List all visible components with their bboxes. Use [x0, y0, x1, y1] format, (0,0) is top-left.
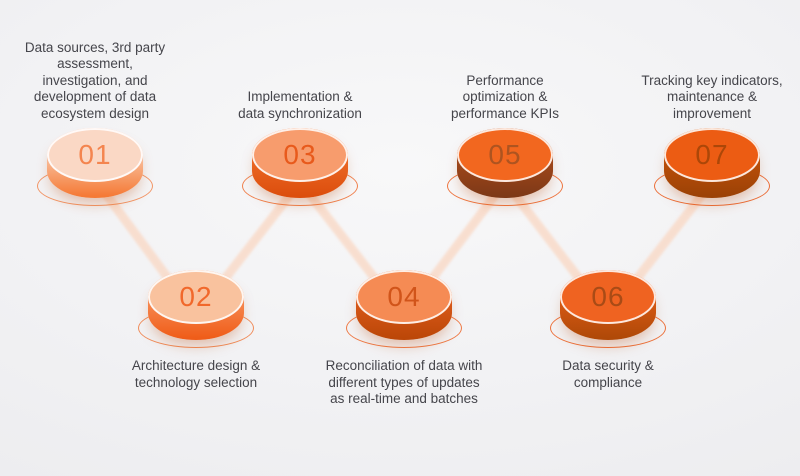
step-number: 06 — [591, 281, 625, 312]
disc-top: 01 — [47, 128, 143, 182]
disc-top: 06 — [560, 270, 656, 324]
disc-top: 07 — [664, 128, 760, 182]
step-01: Data sources, 3rd party assessment, inve… — [0, 36, 190, 216]
step-disc: 02 — [138, 270, 254, 358]
step-03: Implementation & data synchronization 03 — [205, 36, 395, 216]
disc-top: 03 — [252, 128, 348, 182]
step-number: 02 — [179, 281, 213, 312]
step-disc: 04 — [346, 270, 462, 358]
step-label: Architecture design & technology selecti… — [131, 358, 261, 390]
step-disc: 07 — [654, 128, 770, 216]
step-label: Tracking key indicators, maintenance & i… — [641, 72, 783, 121]
step-disc: 05 — [447, 128, 563, 216]
step-06: 06 Data security & compliance — [513, 265, 703, 391]
step-07: Tracking key indicators, maintenance & i… — [617, 36, 800, 216]
step-label: Data sources, 3rd party assessment, inve… — [24, 39, 166, 121]
step-04: 04 Reconciliation of data with different… — [309, 265, 499, 408]
step-number: 07 — [695, 139, 729, 170]
step-disc: 06 — [550, 270, 666, 358]
disc-top: 04 — [356, 270, 452, 324]
step-02: 02 Architecture design & technology sele… — [101, 265, 291, 391]
step-05: Performance optimization & performance K… — [410, 36, 600, 216]
step-label: Data security & compliance — [562, 358, 654, 390]
step-label: Implementation & data synchronization — [238, 89, 362, 121]
step-disc: 03 — [242, 128, 358, 216]
step-disc: 01 — [37, 128, 153, 216]
step-label: Performance optimization & performance K… — [450, 72, 560, 121]
step-number: 03 — [283, 139, 317, 170]
step-number: 04 — [387, 281, 421, 312]
disc-top: 05 — [457, 128, 553, 182]
disc-top: 02 — [148, 270, 244, 324]
step-label: Reconciliation of data with different ty… — [325, 358, 483, 406]
step-number: 01 — [78, 139, 112, 170]
step-number: 05 — [488, 139, 522, 170]
